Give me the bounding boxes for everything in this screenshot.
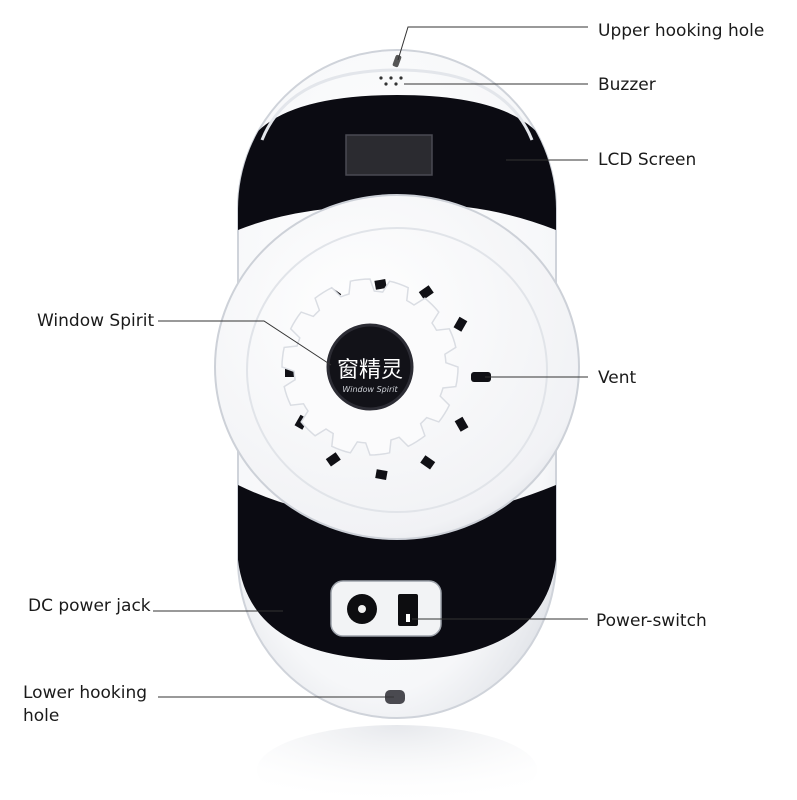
leader-window-spirit bbox=[158, 320, 332, 366]
lcd-screen bbox=[345, 134, 433, 176]
lower-black-band bbox=[238, 485, 556, 660]
label-buzzer: Buzzer bbox=[598, 75, 656, 95]
leader-upper-hook bbox=[397, 26, 588, 61]
logo-disc bbox=[326, 323, 414, 411]
floor-reflection bbox=[257, 725, 537, 800]
power-switch-mark bbox=[406, 614, 410, 622]
label-lower-hooking-hole: Lower hooking hole bbox=[23, 683, 148, 726]
label-upper-hooking-hole: Upper hooking hole bbox=[598, 21, 765, 41]
label-vent: Vent bbox=[598, 368, 637, 388]
label-dc-power-jack: DC power jack bbox=[28, 596, 151, 616]
upper-hook-slot bbox=[392, 54, 402, 68]
label-window-spirit: Window Spirit bbox=[37, 311, 155, 331]
lower-hook-slot bbox=[385, 690, 405, 704]
label-lcd-screen: LCD Screen bbox=[598, 150, 697, 170]
logo-subtext: Window Spirit bbox=[342, 385, 398, 394]
disc-inner-ring bbox=[246, 227, 548, 513]
top-rim bbox=[260, 68, 534, 141]
dc-jack-pin bbox=[358, 605, 366, 613]
label-power-switch: Power-switch bbox=[596, 611, 707, 631]
buzzer-icon bbox=[379, 76, 403, 86]
power-switch[interactable] bbox=[398, 594, 418, 626]
logo-text: 窗精灵 bbox=[337, 358, 403, 383]
